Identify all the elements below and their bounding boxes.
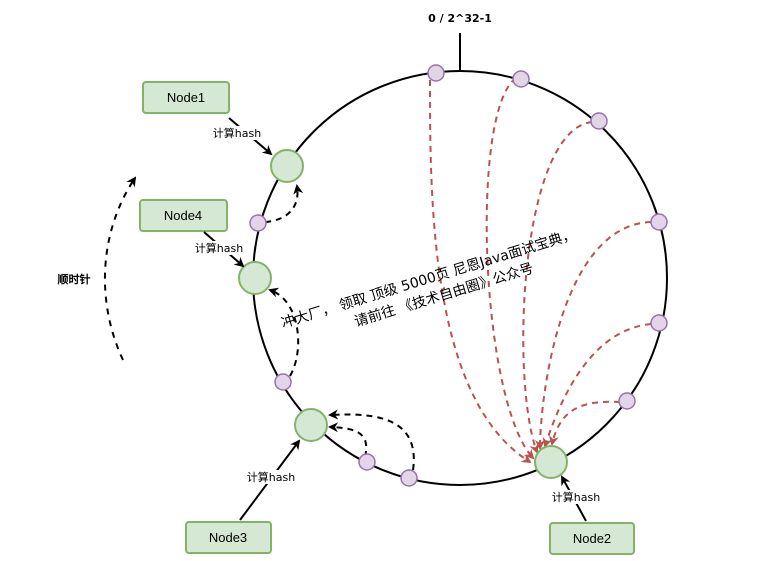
data-key [358, 453, 376, 471]
node2-group: Node2 计算hash [548, 475, 635, 555]
node3-hash-label: 计算hash [247, 470, 295, 484]
node4-hash-label: 计算hash [195, 241, 243, 255]
node2-label: Node2 [573, 531, 611, 546]
red-arrow-k1 [429, 79, 532, 464]
node-positions [238, 149, 568, 479]
node1-hash-label: 计算hash [213, 126, 261, 140]
data-key [427, 64, 445, 82]
data-key [618, 392, 636, 410]
data-keys [249, 64, 668, 487]
node4-position [238, 261, 272, 295]
red-mapping-arrows [429, 77, 652, 464]
data-key [400, 469, 418, 487]
node3-group: Node3 计算hash [185, 439, 301, 554]
clockwise-label: 顺时针 [58, 272, 91, 286]
data-key [650, 213, 668, 231]
node1-position [270, 149, 304, 183]
red-arrow-k3 [522, 121, 593, 454]
node1-label: Node1 [167, 90, 205, 105]
node4-group: Node4 计算hash [139, 199, 249, 268]
data-key [249, 214, 267, 232]
black-arrow-to-node3-a [328, 422, 368, 458]
black-arrow-to-node3-b [328, 409, 415, 471]
node3-position [294, 408, 328, 442]
data-key [650, 314, 668, 332]
node3-label: Node3 [209, 530, 247, 545]
node4-box [139, 199, 228, 232]
data-key [274, 373, 292, 391]
node3-box [185, 521, 272, 554]
watermark-line1: 冲大厂， 领取 顶级 5000页 尼恩Java面试宝典， [280, 227, 578, 332]
clockwise-arrow [104, 176, 137, 361]
node2-hash-label: 计算hash [552, 490, 600, 504]
node2-box [549, 522, 635, 555]
red-arrow-k4 [535, 221, 652, 450]
node1-box [142, 81, 230, 114]
red-arrow-k2 [485, 77, 535, 460]
watermark: 冲大厂， 领取 顶级 5000页 尼恩Java面试宝典， 请前往 《技术自由圈》… [280, 227, 578, 332]
black-arrow-to-node1 [264, 184, 304, 223]
red-arrow-k6 [548, 400, 621, 446]
node2-position [534, 445, 568, 479]
data-key [590, 112, 608, 130]
ring-top-label: 0 / 2^32-1 [428, 12, 492, 25]
black-arrow-to-node4 [268, 287, 300, 377]
black-mapping-arrows [264, 184, 415, 471]
red-arrow-k5 [542, 323, 652, 448]
node1-group: Node1 计算hash [142, 81, 273, 156]
node4-label: Node4 [164, 208, 202, 223]
data-key [512, 70, 530, 88]
